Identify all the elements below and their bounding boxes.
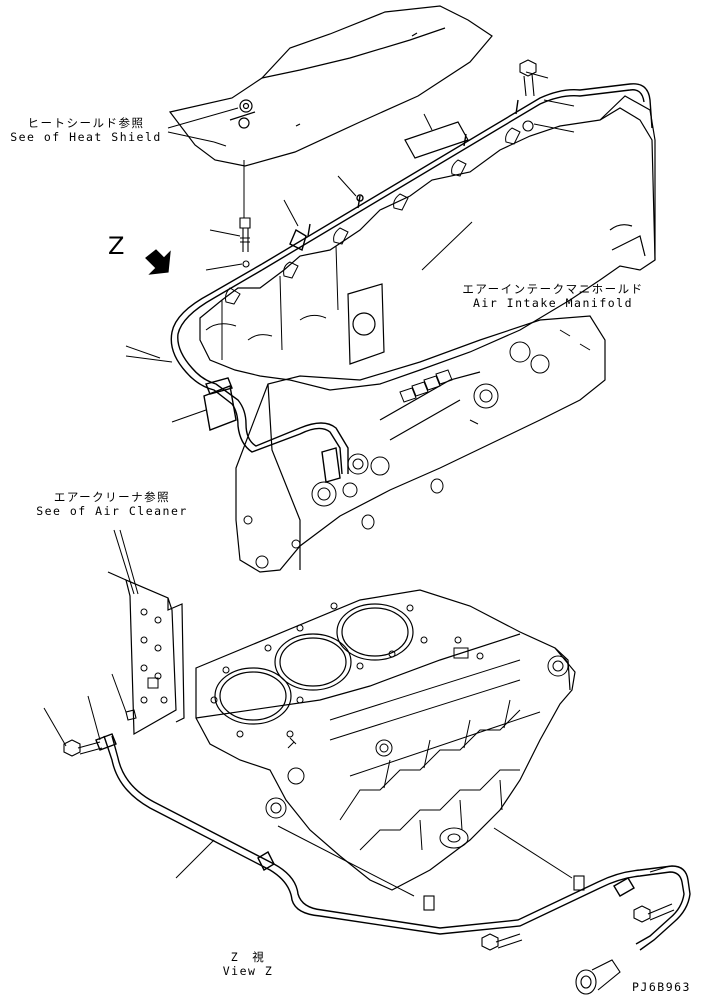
view-z-arrow [145, 249, 171, 275]
view-z-caption-jp: Z 視 [230, 950, 266, 964]
intake-manifold [199, 95, 656, 573]
air-cleaner-bracket [107, 571, 185, 736]
view-z-caption: Z 視 View Z [210, 950, 286, 978]
heat-shield-callout: ヒートシールド参照 See of Heat Shield [6, 116, 166, 144]
heat-shield [168, 5, 493, 167]
intake-manifold-label-en: Air Intake Manifold [472, 296, 634, 310]
drawing-code: PJ6B963 [632, 980, 691, 994]
return-pipe-upper [170, 83, 653, 483]
view-z-marker: Z [108, 232, 125, 260]
intake-manifold-callout: エアーインテークマニホールド Air Intake Manifold [460, 282, 646, 310]
air-cleaner-label-en: See of Air Cleaner [36, 504, 188, 518]
heat-shield-label-jp: ヒートシールド参照 [27, 116, 145, 130]
return-pipe-lower [95, 733, 691, 951]
air-cleaner-label-jp: エアークリーナ参照 [53, 490, 171, 504]
view-z-caption-en: View Z [222, 964, 274, 978]
leader-lines [43, 71, 671, 897]
cylinder-block [195, 589, 576, 891]
air-cleaner-callout: エアークリーナ参照 See of Air Cleaner [32, 490, 192, 518]
upper-fasteners [239, 59, 537, 268]
intake-manifold-label-jp: エアーインテークマニホールド [462, 282, 644, 296]
lower-fasteners [63, 709, 675, 995]
heat-shield-label-en: See of Heat Shield [10, 130, 162, 144]
